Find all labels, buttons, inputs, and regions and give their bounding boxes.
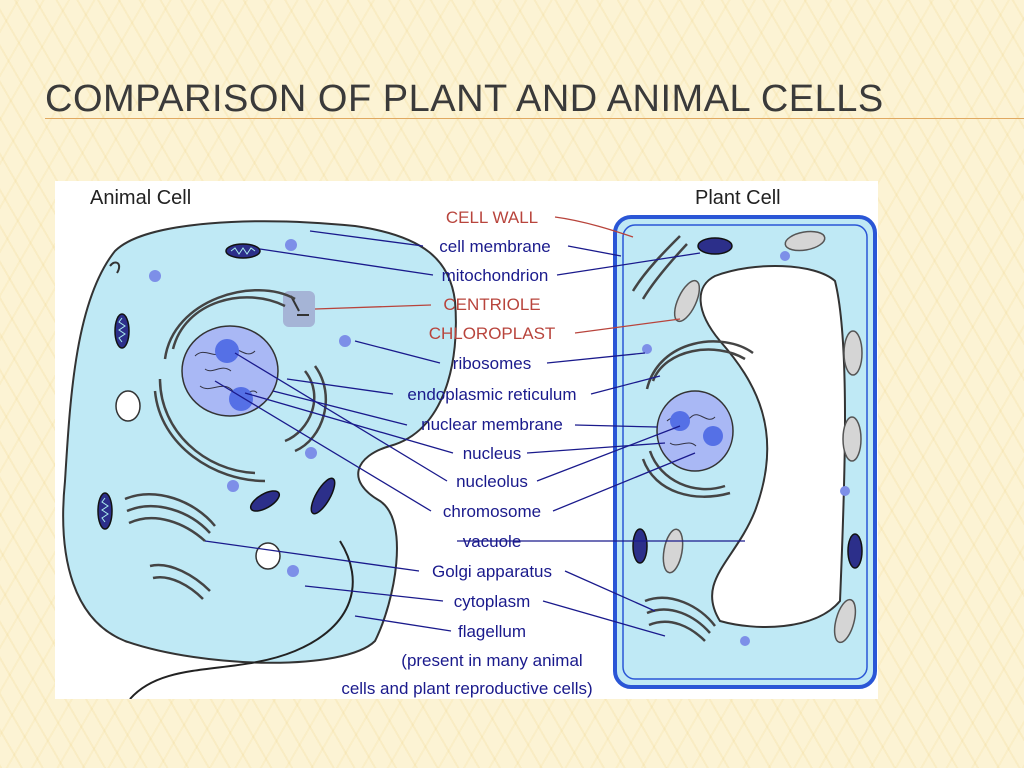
cell-diagram: Animal Cell Plant Cell CELL WALL cell me… [55, 181, 878, 699]
label-note-line1: (present in many animal [401, 651, 582, 670]
animal-nucleus [181, 325, 279, 417]
plant-vacuole [699, 265, 846, 628]
red-leader-lines [314, 216, 681, 334]
animal-nucleolus [229, 387, 253, 411]
animal-cell [62, 220, 457, 699]
label-vacuole: vacuole [463, 532, 522, 551]
label-nucleolus: nucleolus [456, 472, 528, 491]
labels: CELL WALL cell membrane mitochondrion CE… [341, 208, 592, 698]
cell-diagram-svg: Animal Cell Plant Cell CELL WALL cell me… [62, 187, 877, 699]
animal-nucleolus [215, 339, 239, 363]
label-note-line2: cells and plant reproductive cells) [341, 679, 592, 698]
animal-ribosomes [149, 239, 351, 577]
label-chloroplast: CHLOROPLAST [429, 324, 556, 343]
label-mitochondrion: mitochondrion [442, 266, 549, 285]
animal-golgi [124, 492, 216, 600]
label-cytoplasm: cytoplasm [454, 592, 531, 611]
label-golgi: Golgi apparatus [432, 562, 552, 581]
chloroplasts [662, 230, 863, 644]
plant-cell-heading: Plant Cell [695, 187, 781, 209]
plant-er [641, 340, 754, 498]
plant-nucleolus [670, 411, 690, 431]
plant-mitochondria [632, 237, 863, 569]
label-cell-wall: CELL WALL [446, 208, 538, 227]
animal-vacuole [255, 542, 281, 570]
label-nucleus: nucleus [463, 444, 522, 463]
slide-title: COMPARISON OF PLANT AND ANIMAL CELLS [45, 78, 884, 120]
label-flagellum: flagellum [458, 622, 526, 641]
label-centriole: CENTRIOLE [443, 295, 540, 314]
label-ribosomes: ribosomes [453, 354, 531, 373]
title-divider [45, 118, 1024, 119]
plant-nucleus [656, 390, 734, 472]
label-nuclear-membrane: nuclear membrane [421, 415, 563, 434]
animal-cell-membrane [62, 220, 457, 664]
flagellum [129, 540, 354, 699]
leader-lines [204, 230, 745, 637]
plant-cell [613, 215, 877, 689]
animal-vacuole [115, 390, 141, 422]
label-chromosome: chromosome [443, 502, 541, 521]
label-er: endoplasmic reticulum [407, 385, 576, 404]
plant-ribosomes [642, 251, 850, 646]
plant-nucleolus [703, 426, 723, 446]
animal-cell-heading: Animal Cell [90, 187, 191, 209]
label-cell-membrane: cell membrane [439, 237, 551, 256]
